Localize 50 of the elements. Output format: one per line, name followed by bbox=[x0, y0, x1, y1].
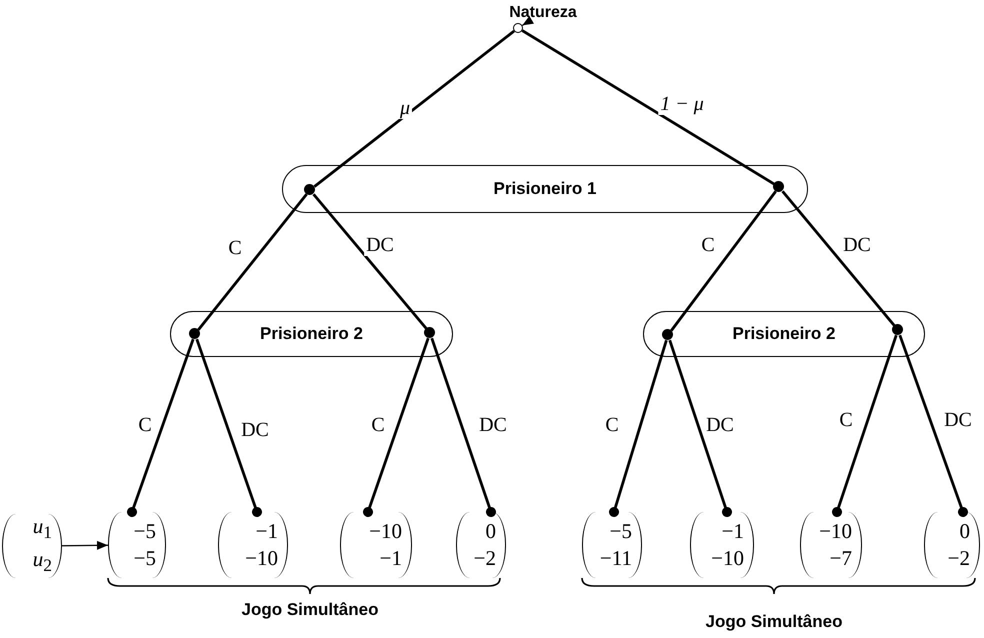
information-set-band bbox=[643, 311, 925, 357]
tree-branch bbox=[609, 340, 668, 517]
payoff-value: 0 bbox=[486, 518, 496, 545]
information-set-band bbox=[282, 165, 808, 213]
payoff-value: −5 bbox=[134, 518, 156, 545]
tree-branch bbox=[313, 30, 515, 188]
player-label: Prisioneiro 2 bbox=[260, 324, 363, 344]
decision-node-dot bbox=[424, 327, 435, 338]
tree-branch bbox=[668, 340, 732, 517]
arrow bbox=[522, 16, 534, 26]
payoff-value: −1 bbox=[722, 518, 744, 545]
payoff-value: −1 bbox=[256, 518, 278, 545]
payoff-value: −10 bbox=[369, 518, 402, 545]
payoff-value: 0 bbox=[960, 518, 970, 545]
group-label: Jogo Simultâneo bbox=[706, 612, 842, 632]
decision-node-dot bbox=[304, 184, 315, 195]
decision-node-dot bbox=[189, 328, 200, 339]
payoff-value: −2 bbox=[948, 545, 970, 572]
tree-branch bbox=[898, 334, 968, 517]
chance-node-circle bbox=[513, 23, 523, 33]
tree-branch bbox=[522, 29, 776, 186]
decision-node-dot bbox=[773, 181, 784, 192]
tree-branch bbox=[430, 338, 496, 517]
payoff-value: −10 bbox=[819, 518, 852, 545]
tree-branch bbox=[363, 338, 430, 517]
information-set-band bbox=[170, 311, 453, 357]
player-label: Prisioneiro 1 bbox=[494, 179, 596, 199]
utility-symbol: u$_{1}$ bbox=[32, 512, 52, 544]
player-label: Prisioneiro 2 bbox=[732, 324, 836, 344]
payoff-value: −10 bbox=[245, 545, 278, 572]
tree-branch bbox=[832, 334, 898, 517]
payoff-value: −11 bbox=[600, 545, 632, 572]
tree-branch bbox=[127, 338, 194, 517]
arrow bbox=[62, 540, 108, 550]
tree-branch bbox=[781, 190, 896, 327]
decision-node-dot bbox=[892, 324, 903, 335]
payoff-value: −7 bbox=[830, 545, 852, 572]
tree-branch bbox=[195, 338, 262, 517]
tree-branch bbox=[670, 190, 777, 332]
payoff-value: −5 bbox=[134, 545, 156, 572]
decision-node-dot bbox=[662, 329, 673, 340]
tree-branch bbox=[197, 193, 308, 331]
utility-symbol: u$_{2}$ bbox=[32, 546, 52, 578]
tree-branch bbox=[312, 193, 428, 330]
player-label: Natureza bbox=[497, 2, 589, 24]
payoff-value: −2 bbox=[474, 545, 496, 572]
payoff-value: −10 bbox=[711, 545, 744, 572]
payoff-value: −5 bbox=[610, 518, 632, 545]
group-label: Jogo Simultâneo bbox=[242, 600, 378, 620]
payoff-value: −1 bbox=[380, 545, 402, 572]
